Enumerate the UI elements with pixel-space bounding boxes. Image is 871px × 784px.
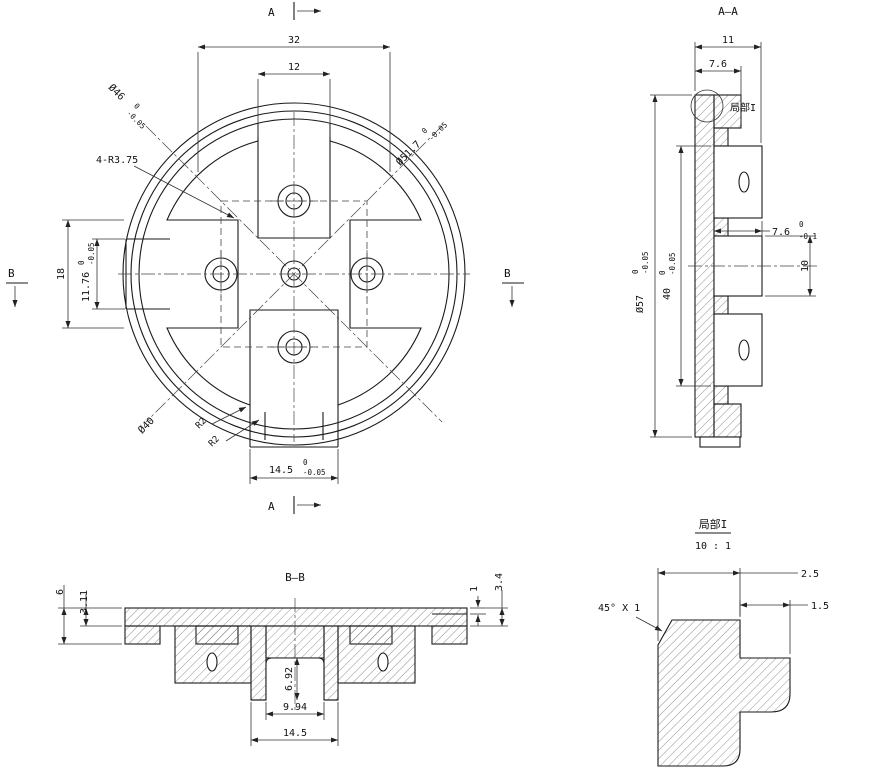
dim-bb-3-4-text: 3.4 <box>494 573 505 591</box>
aa-detail-label: 局部I <box>730 101 756 114</box>
front-view-centerlines <box>118 112 470 442</box>
dim-32: 32 <box>197 35 391 172</box>
marker-b-right-text: B <box>504 267 511 280</box>
aa-title: A—A <box>718 5 738 18</box>
detail-shape <box>657 619 791 767</box>
dim-aa-40-tol-upper: 0 <box>658 270 667 275</box>
dim-14-5-tol-upper: 0 <box>303 458 308 467</box>
dim-aa-7-6-top: 7.6 <box>694 59 742 124</box>
dim-aa-40-tol-lower: -0.05 <box>668 252 677 275</box>
dim-aa-10: 10 <box>765 235 816 297</box>
aa-bottom-rim <box>713 403 742 438</box>
aa-top-boss-hole <box>738 171 750 193</box>
dim-bb-14-5-text: 14.5 <box>283 728 307 739</box>
dia51-7-tol-upper: 0 <box>420 126 430 136</box>
dim-12: 12 <box>257 62 331 137</box>
bb-hole-right <box>377 652 389 672</box>
aa-detail-callout: 局部I <box>690 89 756 123</box>
section-marker-a-bottom: A <box>268 496 322 514</box>
dim-14-5-tol-lower: -0.05 <box>303 468 326 477</box>
dim-aa-7-6-right-tol-lower: -0.1 <box>799 232 817 241</box>
dim-aa-7-6-right-text: 7.6 <box>772 227 790 238</box>
dim-aa-7-6-right-tol-upper: 0 <box>799 220 804 229</box>
section-marker-b-left: B <box>6 267 28 308</box>
label-fillet: 4-R3.75 <box>96 155 235 219</box>
dim-14-5: 14.5 0 -0.05 <box>249 449 339 484</box>
detail-view: 局部I 10 : 1 45° X 1 2.5 1.5 <box>598 517 829 767</box>
dim-32-text: 32 <box>288 35 300 46</box>
detail-scale: 10 : 1 <box>695 541 731 552</box>
dim-bb-1: 1 <box>469 586 486 626</box>
section-marker-a-top: A <box>268 2 322 20</box>
dim-aa-11-text: 11 <box>722 35 734 46</box>
dim-11-76-tol-upper: 0 <box>77 260 86 265</box>
aa-bottom-boss <box>713 313 763 387</box>
dim-12-text: 12 <box>288 62 300 73</box>
section-marker-b-right: B <box>502 267 524 308</box>
dim-11-76: 11.76 0 -0.05 <box>77 238 125 310</box>
dim-detail-2-5-text: 2.5 <box>801 569 819 580</box>
dim-aa-dia57-text: Ø57 <box>634 295 646 313</box>
dim-bb-14-5: 14.5 <box>250 702 339 746</box>
dim-14-5-text: 14.5 <box>269 465 293 476</box>
bottom-slot <box>249 405 339 448</box>
dim-bb-6-92-text: 6.92 <box>284 667 295 691</box>
dim-bb-6: 6 <box>55 585 122 645</box>
marker-b-left-text: B <box>8 267 15 280</box>
fillet-text: 4-R3.75 <box>96 155 138 166</box>
dim-18: 18 <box>56 219 124 329</box>
dim-detail-1-5-text: 1.5 <box>811 601 829 612</box>
dim-aa-40: 40 0 -0.05 <box>658 145 711 387</box>
bb-hole-left <box>206 652 218 672</box>
bb-hub-right <box>337 625 416 684</box>
diagonal-centerline-ne <box>145 125 443 423</box>
dim-aa-dia57-tol-lower: -0.05 <box>641 251 650 274</box>
aa-foot <box>699 436 741 448</box>
dim-aa-40-text: 40 <box>662 288 673 300</box>
dim-bb-9-94: 9.94 <box>265 702 325 720</box>
dim-bb-1-text: 1 <box>469 586 480 592</box>
bb-plate <box>124 607 468 627</box>
aa-top-boss <box>713 145 763 219</box>
chamfer-text: 45° X 1 <box>598 603 640 614</box>
aa-bottom-boss-hole <box>738 339 750 361</box>
dim-11-76-tol-lower: -0.05 <box>87 242 96 265</box>
dim-bb-3-11: 3.11 <box>79 590 122 627</box>
aa-geometry <box>688 94 818 448</box>
detail-title: 局部I <box>699 517 728 531</box>
dim-bb-6-text: 6 <box>55 589 66 595</box>
dim-detail-1-5: 1.5 <box>739 600 829 654</box>
marker-a-bottom-text: A <box>268 500 275 513</box>
section-aa-view: A—A 局部I 11 <box>631 5 818 448</box>
dim-aa-7-6-top-text: 7.6 <box>709 59 727 70</box>
detail-circle <box>690 89 724 123</box>
section-bb-view: B—B 6 3 <box>55 571 508 746</box>
dim-aa-11: 11 <box>694 35 762 143</box>
dim-bb-3-4: 3.4 <box>470 573 508 627</box>
bb-title: B—B <box>285 571 305 584</box>
dim-18-text: 18 <box>56 268 67 280</box>
dashed-square <box>220 200 368 348</box>
dim-bb-3-11-text: 3.11 <box>79 590 90 614</box>
bb-geometry <box>124 598 468 712</box>
dim-aa-dia57-tol-upper: 0 <box>631 269 640 274</box>
dim-aa-dia57: Ø57 0 -0.05 <box>631 94 692 438</box>
dim-bb-6-92: 6.92 <box>284 657 300 701</box>
dim-aa-10-text: 10 <box>800 260 811 272</box>
marker-a-top-text: A <box>268 6 275 19</box>
dia46-tol-upper: 0 <box>132 101 142 111</box>
dim-11-76-text: 11.76 <box>81 272 92 302</box>
dim-bb-9-94-text: 9.94 <box>283 702 307 713</box>
